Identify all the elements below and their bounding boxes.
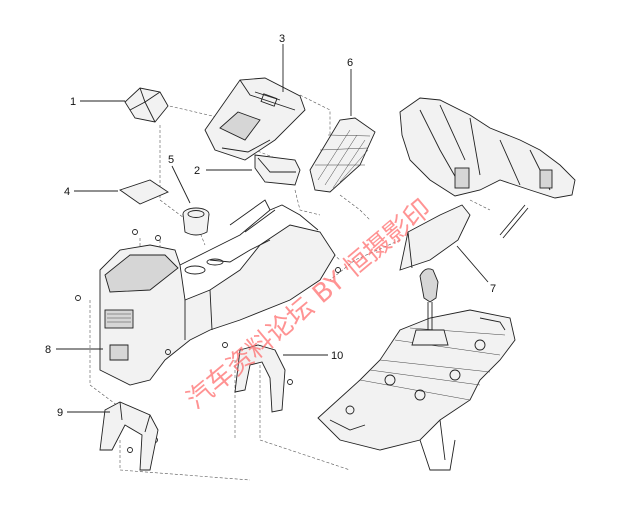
callout-4: 4 xyxy=(64,186,70,198)
callout-labels: 1 2 3 4 5 6 7 8 9 10 xyxy=(45,33,496,419)
callout-9: 9 xyxy=(57,407,63,419)
part-4-pad xyxy=(119,179,169,205)
part-5-cup-holder xyxy=(182,207,210,236)
callout-1: 1 xyxy=(70,96,76,108)
callout-6: 6 xyxy=(347,57,353,69)
part-10-rear-bracket xyxy=(234,344,286,413)
screws xyxy=(75,229,341,453)
callout-10: 10 xyxy=(331,350,343,362)
callout-5: 5 xyxy=(168,154,174,166)
part-9-lower-bracket xyxy=(99,401,159,471)
part-7-side-cover xyxy=(399,204,471,271)
heater-duct-assembly xyxy=(399,97,576,239)
shift-lever xyxy=(411,268,449,346)
callout-2: 2 xyxy=(194,165,200,177)
part-3-upper-panel xyxy=(204,77,306,161)
console-body xyxy=(99,199,336,386)
floor-bracket-assembly xyxy=(317,309,516,471)
callout-3: 3 xyxy=(279,33,285,45)
part-2-tray xyxy=(254,154,301,186)
leader-lines xyxy=(56,44,489,413)
callout-8: 8 xyxy=(45,344,51,356)
guide-lines xyxy=(89,94,491,481)
part-1-shift-boot xyxy=(124,87,169,123)
callout-7: 7 xyxy=(490,283,496,295)
part-6-mesh-cover xyxy=(309,117,376,193)
